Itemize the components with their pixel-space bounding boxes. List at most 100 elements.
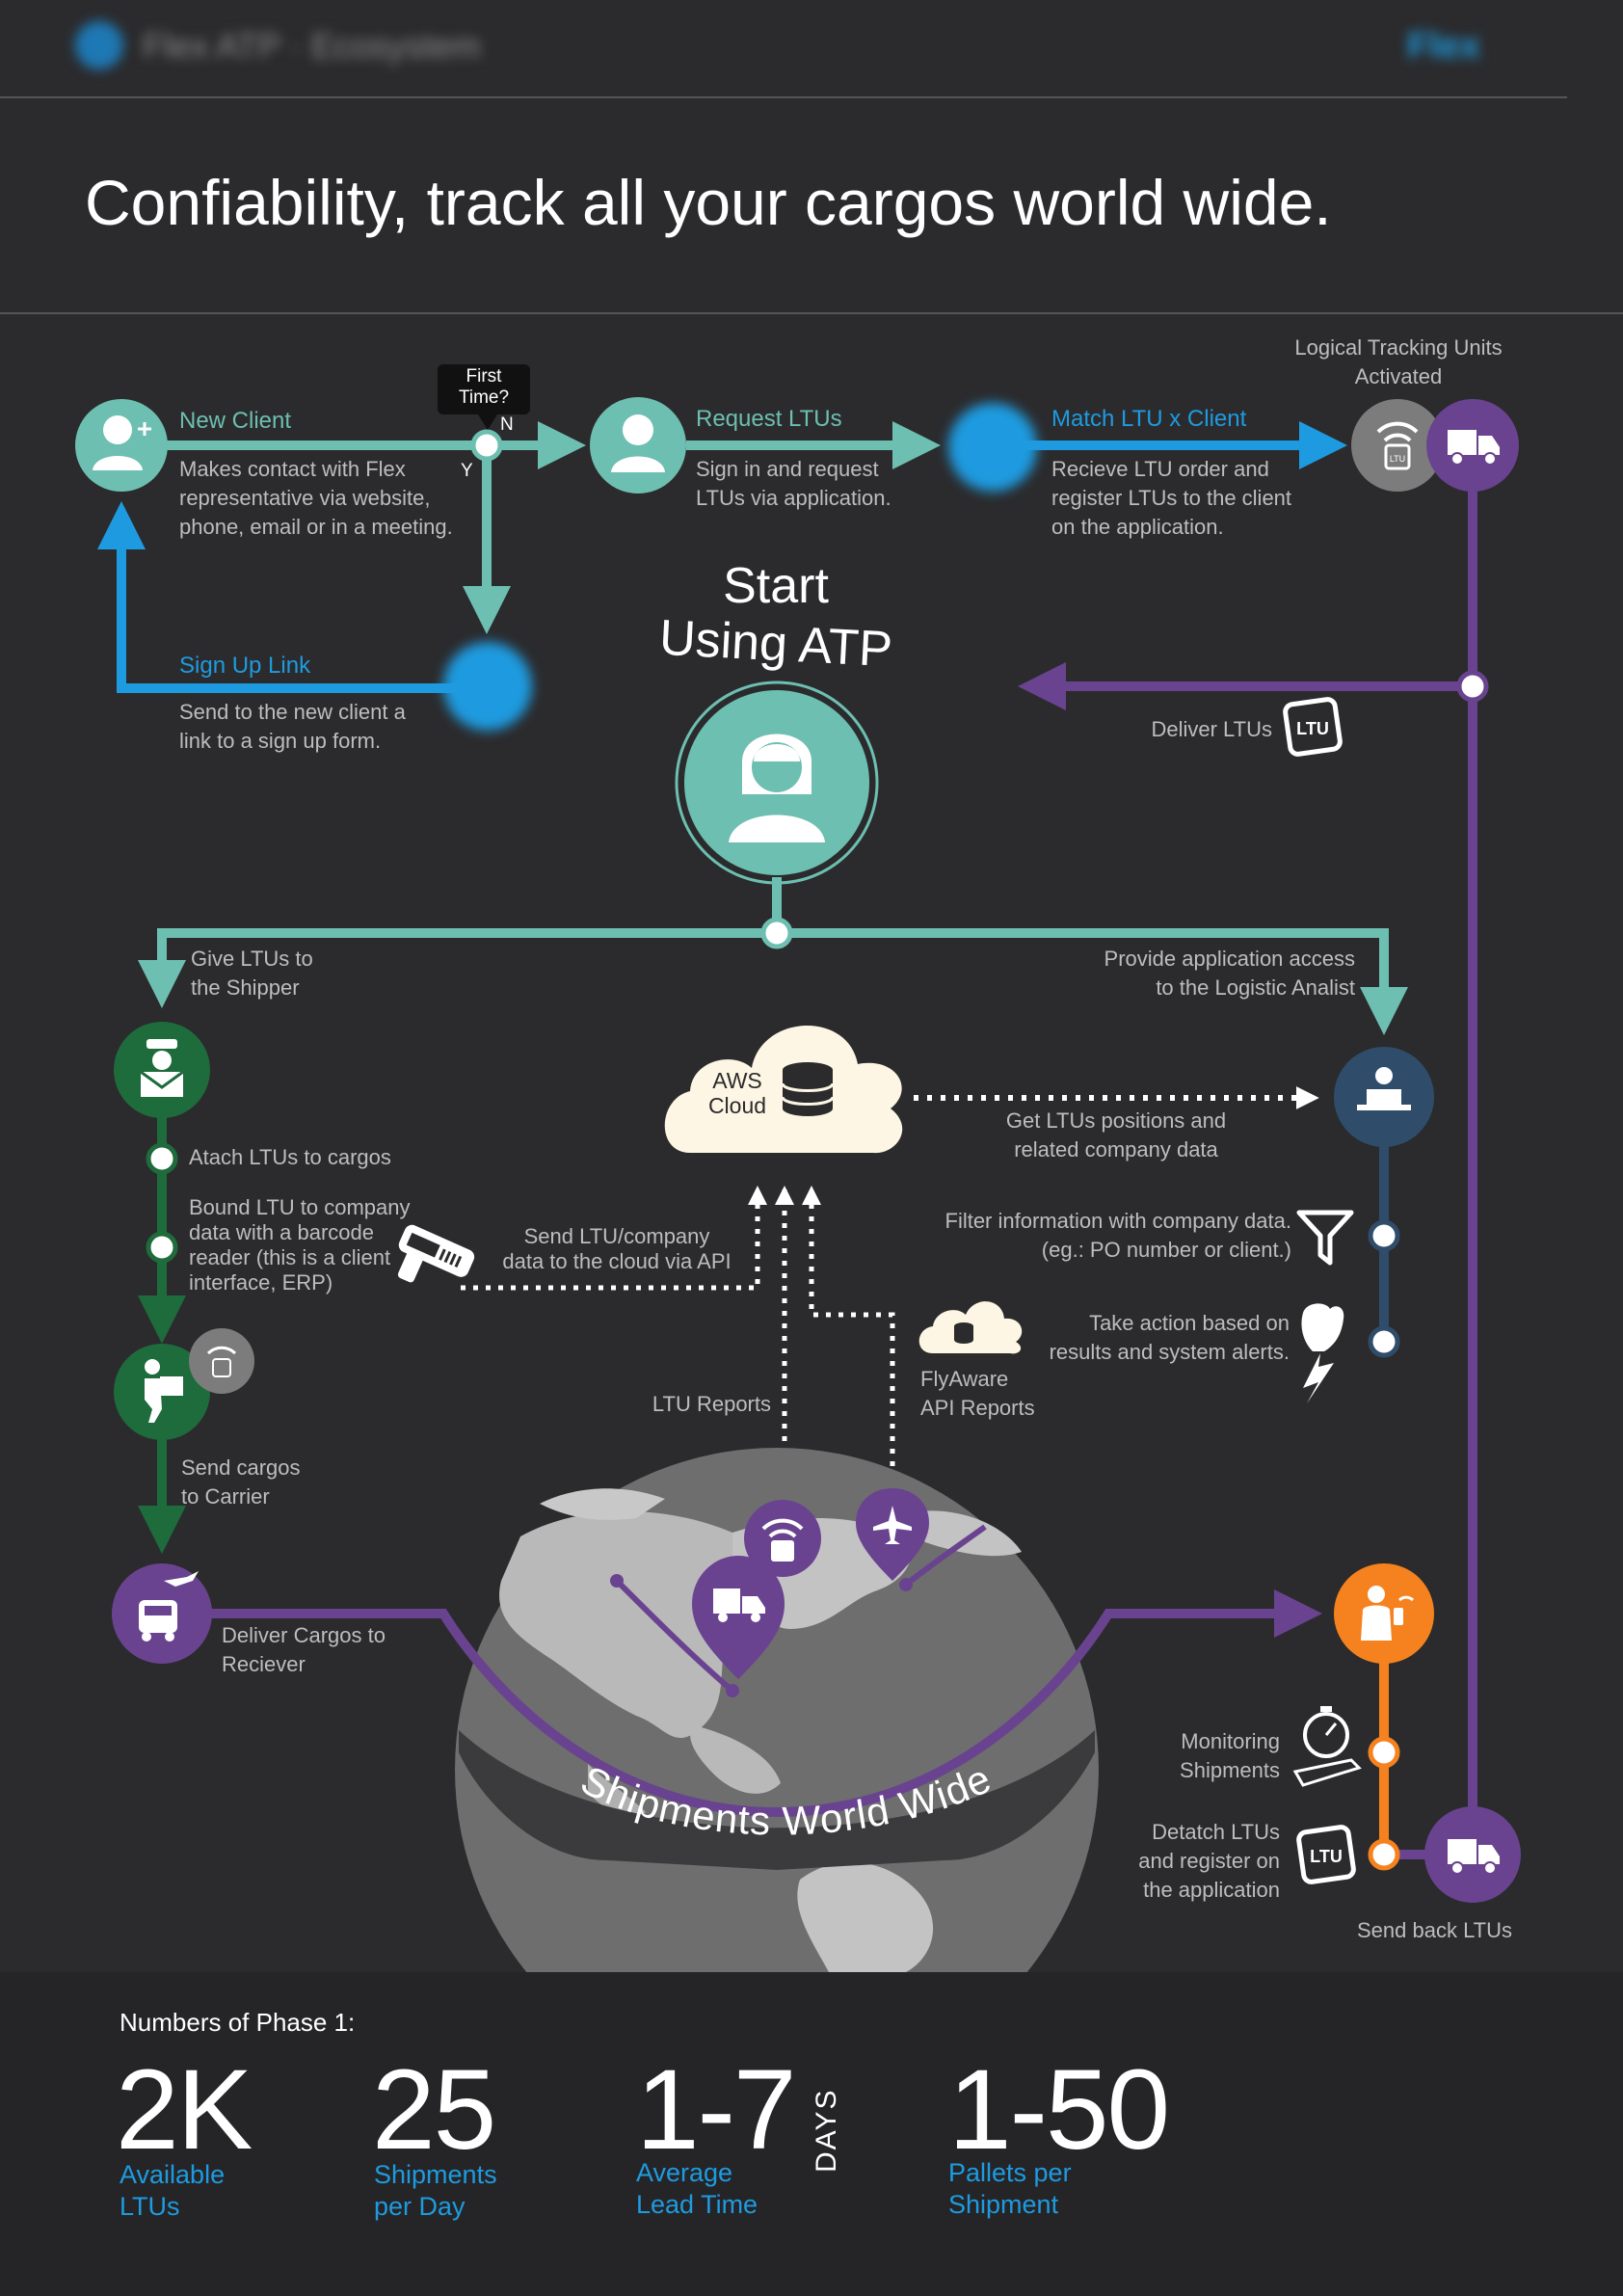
stat-value-pallets: 1-50 — [948, 2046, 1170, 2174]
stat-label-line: Pallets per — [948, 2158, 1072, 2187]
desc-line: Shipments — [1180, 1758, 1280, 1782]
new-client-desc: Makes contact with Flex representative v… — [179, 455, 453, 542]
desc-line: and register on — [1138, 1849, 1280, 1873]
desc-line: Send LTU/company — [523, 1224, 710, 1248]
carrier-phone-icon[interactable] — [1334, 1563, 1434, 1664]
stat-label-leadtime: Average Lead Time — [636, 2157, 758, 2221]
page-title: Confiability, track all your cargos worl… — [85, 167, 1332, 238]
junction-filter — [1368, 1219, 1400, 1252]
flyaware-cloud-icon[interactable] — [918, 1301, 1023, 1354]
aws-line2: Cloud — [707, 1093, 767, 1118]
desc-line: Filter information with company data. — [945, 1209, 1292, 1233]
match-node-icon[interactable] — [948, 403, 1037, 492]
desc-line: related company data — [1014, 1137, 1218, 1161]
svg-text:LTU: LTU — [1390, 454, 1405, 464]
desc-line: Deliver Cargos to — [222, 1623, 386, 1647]
nav-button[interactable]: Flex — [1407, 26, 1481, 67]
desc-line: Logical Tracking Units — [1294, 335, 1503, 360]
header-divider — [0, 96, 1567, 98]
svg-text:LTU: LTU — [1310, 1847, 1343, 1866]
stats-panel: Numbers of Phase 1: 2K Available LTUs 25… — [0, 1972, 1623, 2296]
stat-label-shipments: Shipments per Day — [374, 2159, 497, 2223]
new-client-title: New Client — [179, 408, 292, 434]
plane-truck-icon[interactable] — [112, 1563, 212, 1664]
wifi-pin-icon[interactable] — [744, 1500, 821, 1577]
connector-flyaware-cloud — [802, 1186, 895, 1504]
stat-value-ltus: 2K — [116, 2046, 253, 2174]
stat-label-line: Average — [636, 2158, 733, 2187]
ltu-reports-label: LTU Reports — [652, 1392, 771, 1416]
connector-to-analyst — [777, 928, 1408, 1035]
desc-line: Send to the new client a — [179, 700, 406, 724]
signup-node-icon[interactable] — [443, 642, 532, 731]
shipments-arc — [208, 1589, 1322, 1818]
desc-line: LTUs via application. — [696, 486, 891, 510]
start-heading: Start Using ATP — [617, 557, 935, 678]
desc-line: phone, email or in a meeting. — [179, 515, 453, 539]
desc-line: representative via website, — [179, 486, 431, 510]
start-user-icon[interactable] — [675, 681, 879, 885]
stat-label-line: Shipment — [948, 2190, 1059, 2219]
truck-pin-icon[interactable] — [692, 1556, 785, 1679]
match-ltu-desc: Recieve LTU order and register LTUs to t… — [1051, 455, 1291, 542]
start-line2: Using ATP — [657, 609, 894, 679]
send-back-truck-icon[interactable] — [1424, 1806, 1521, 1903]
desc-line: reader (this is a client — [189, 1245, 391, 1269]
bound-label: Bound LTU to company data with a barcode… — [189, 1195, 411, 1295]
send-cloud-label: Send LTU/company data to the cloud via A… — [482, 1224, 752, 1274]
desc-line: Sign in and request — [696, 457, 879, 481]
first-time-no: N — [500, 414, 514, 435]
first-time-line2: Time? — [458, 387, 510, 408]
desc-line: Provide application access — [1104, 947, 1355, 971]
junction-first-time — [470, 429, 503, 462]
funnel-icon — [1296, 1210, 1354, 1266]
desc-line: Reciever — [222, 1652, 306, 1676]
desc-line: the Shipper — [191, 975, 300, 1000]
desc-line: Get LTUs positions and — [1005, 1108, 1227, 1133]
junction-bound — [146, 1231, 178, 1264]
plane-pin-icon[interactable] — [856, 1488, 929, 1581]
desc-line: Monitoring — [1181, 1729, 1280, 1753]
mailman-icon[interactable] — [114, 1022, 210, 1118]
desc-line: Makes contact with Flex — [179, 457, 406, 481]
desc-line: Activated — [1354, 364, 1443, 388]
wifi-ltu-icon[interactable]: LTU — [1351, 399, 1444, 492]
desc-line: register LTUs to the client — [1051, 486, 1292, 510]
give-ltus-label: Give LTUs to the Shipper — [191, 945, 313, 1002]
junction-start — [760, 917, 793, 949]
new-client-icon[interactable] — [75, 399, 168, 492]
request-ltus-desc: Sign in and request LTUs via application… — [696, 455, 891, 513]
desc-line: data with a barcode — [189, 1220, 375, 1244]
send-carrier-label: Send cargos to Carrier — [181, 1454, 301, 1511]
junction-detatch — [1368, 1838, 1400, 1871]
truck-icon[interactable] — [1426, 399, 1519, 492]
ltu-card-detatch-icon: LTU — [1296, 1825, 1356, 1884]
user-icon[interactable] — [590, 397, 686, 494]
desc-line: Bound LTU to company — [189, 1195, 411, 1219]
sign-up-desc: Send to the new client a link to a sign … — [179, 698, 406, 756]
first-time-line1: First — [466, 366, 502, 387]
desc-line: Send cargos — [181, 1455, 301, 1480]
stat-value-leadtime: 1-7 — [636, 2046, 797, 2174]
analyst-icon[interactable] — [1334, 1047, 1434, 1147]
database-icon — [781, 1062, 835, 1116]
stat-label-line: Shipments — [374, 2160, 497, 2189]
stat-value-shipments: 25 — [372, 2046, 496, 2174]
deliver-cargos-label: Deliver Cargos to Reciever — [222, 1621, 386, 1679]
stat-label-line: LTUs — [120, 2192, 180, 2221]
stat-label-line: Lead Time — [636, 2190, 758, 2219]
top-bar: Flex ATP · Ecosystem Flex — [0, 0, 1623, 96]
filter-label: Filter information with company data. (e… — [906, 1207, 1292, 1265]
aws-line1: AWS — [712, 1068, 762, 1093]
app-logo-icon[interactable] — [75, 21, 123, 69]
hero-divider — [0, 312, 1623, 314]
flyaware-label: FlyAware API Reports — [920, 1365, 1035, 1423]
detatch-label: Detatch LTUs and register on the applica… — [1087, 1818, 1280, 1905]
deliver-ltus-label: Deliver LTUs — [1151, 717, 1272, 741]
barcode-reader-icon — [397, 1224, 475, 1283]
junction-attach — [146, 1142, 178, 1175]
delivery-man-icon[interactable] — [114, 1344, 210, 1440]
connector-signup-newclient — [97, 501, 461, 693]
send-back-label: Send back LTUs — [1357, 1918, 1513, 1942]
provide-access-label: Provide application access to the Logist… — [1018, 945, 1355, 1002]
